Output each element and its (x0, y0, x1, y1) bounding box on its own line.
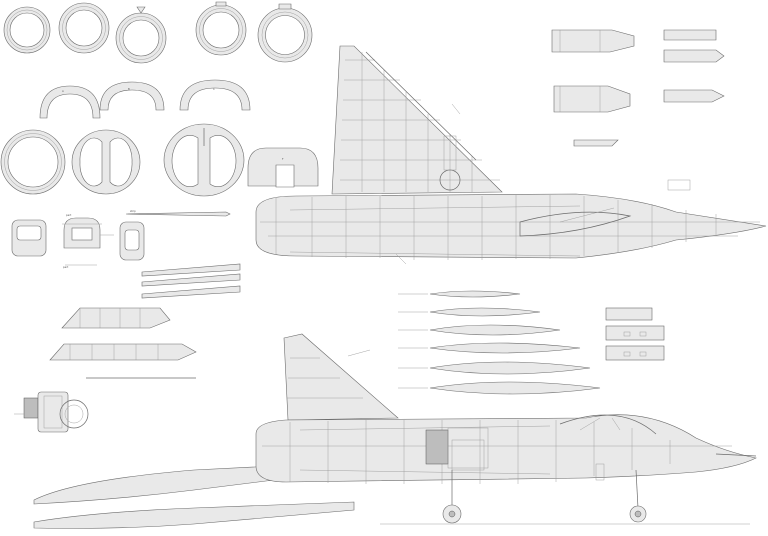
engine-detail (14, 391, 89, 433)
svg-text:C: C (213, 87, 215, 91)
side-view-airframe (255, 333, 757, 525)
arch-formers: A B C (39, 79, 251, 119)
large-formers: F (0, 123, 319, 197)
former-4 (195, 1, 247, 56)
svg-text:A: A (62, 89, 64, 93)
former-6 (0, 129, 66, 195)
leader-lines (347, 103, 461, 357)
former-2 (58, 2, 110, 54)
former-9: F (247, 147, 319, 188)
nose-callout (667, 179, 691, 191)
svg-text:F: F (282, 157, 284, 161)
strips: strip (125, 209, 241, 299)
former-8 (163, 123, 245, 197)
former-1 (3, 6, 51, 54)
svg-text:B: B (128, 87, 130, 91)
control-horns (605, 307, 665, 361)
canard-panels (49, 307, 197, 379)
former-5 (257, 3, 313, 63)
round-formers-row-1 (3, 1, 313, 64)
former-7 (71, 129, 141, 195)
stab-ribs (398, 290, 601, 395)
top-right-parts (551, 29, 725, 147)
small-parts: part part (11, 213, 145, 269)
former-3 (115, 6, 167, 64)
svg-text:part: part (66, 213, 71, 217)
top-view-airframe (255, 45, 767, 260)
svg-text:part: part (63, 265, 68, 269)
svg-text:strip: strip (130, 209, 136, 213)
